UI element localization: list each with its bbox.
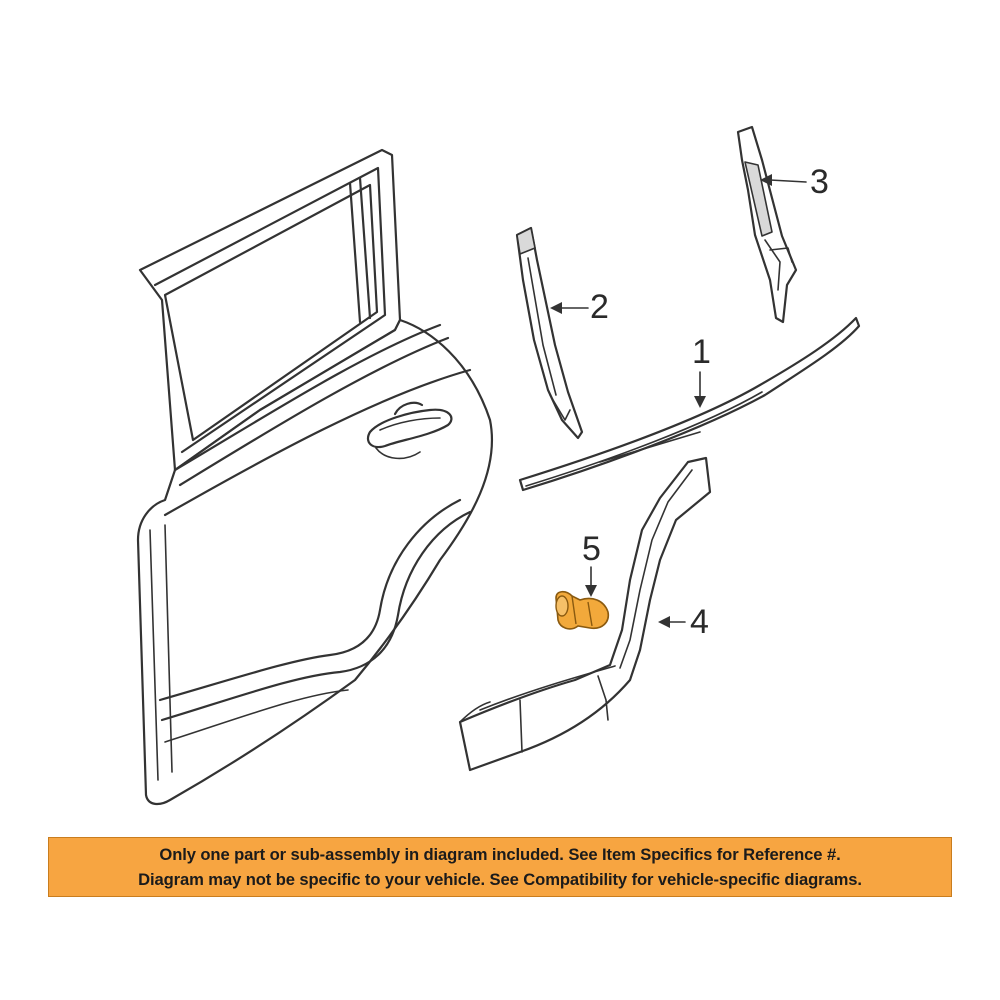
- callout-3: 3: [810, 163, 829, 201]
- part-5-clip: [555, 590, 610, 630]
- disclaimer-banner: Only one part or sub-assembly in diagram…: [48, 837, 952, 897]
- part-2-pillar-trim: [515, 226, 584, 440]
- disclaimer-line-2: Diagram may not be specific to your vehi…: [138, 870, 862, 889]
- part-4-lower-molding: [458, 456, 712, 772]
- disclaimer-line-1: Only one part or sub-assembly in diagram…: [159, 845, 841, 864]
- callout-5: 5: [582, 530, 601, 568]
- rear-door: [136, 148, 494, 806]
- part-1-belt-molding: [518, 316, 861, 492]
- callout-1: 1: [692, 333, 711, 371]
- callout-4: 4: [690, 603, 709, 641]
- leader-arrows: [550, 174, 807, 628]
- callout-2: 2: [590, 288, 609, 326]
- part-3-pillar-applique: [736, 125, 798, 324]
